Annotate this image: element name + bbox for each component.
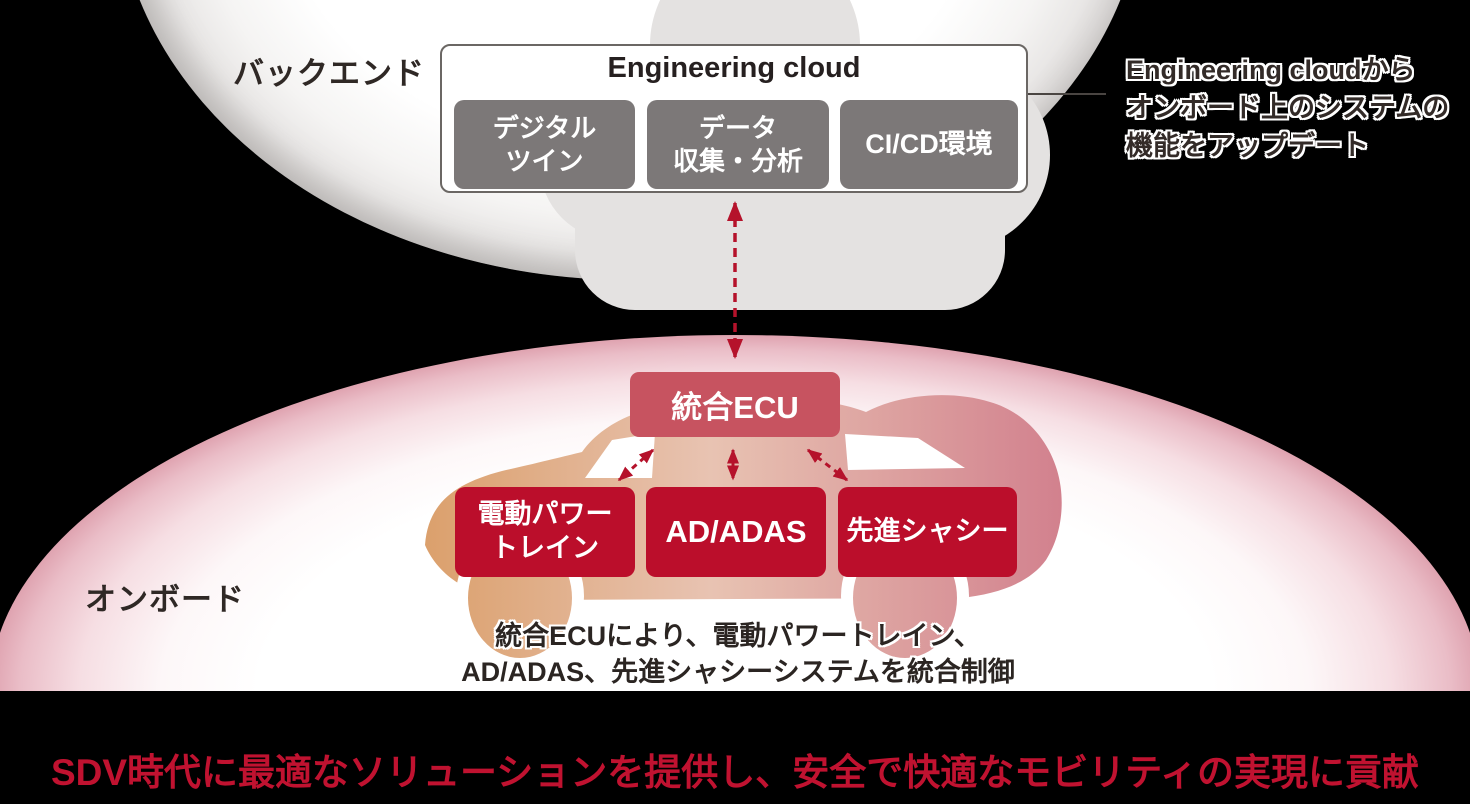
- module-box-e-powertrain: 電動パワー トレイン: [455, 487, 635, 577]
- update-note: Engineering cloudから オンボード上のシステムの 機能をアップデ…: [1126, 55, 1450, 161]
- module-box-advanced-chassis: 先進シャシー: [838, 487, 1017, 577]
- onboard-caption: 統合ECUにより、電動パワートレイン、 AD/ADAS、先進シャシーシステムを統…: [461, 621, 1015, 688]
- service-box-digital-twin: デジタル ツイン: [454, 100, 635, 189]
- footer-message: SDV時代に最適なソリューションを提供し、安全で快適なモビリティの実現に貢献: [50, 752, 1420, 793]
- service-box-data-collection: データ 収集・分析: [647, 100, 829, 189]
- backend-zone-label: バックエンド: [233, 56, 425, 91]
- note-connector-line: [1028, 93, 1106, 95]
- engineering-cloud-title: Engineering cloud: [607, 52, 861, 84]
- module-box-ad-adas: AD/ADAS: [646, 487, 826, 577]
- integrated-ecu-box: 統合ECU: [630, 372, 840, 437]
- engineering-cloud-panel: Engineering cloud デジタル ツイン データ 収集・分析 CI/…: [440, 44, 1028, 193]
- onboard-zone-label: オンボード: [85, 582, 245, 617]
- service-box-cicd: CI/CD環境: [840, 100, 1018, 189]
